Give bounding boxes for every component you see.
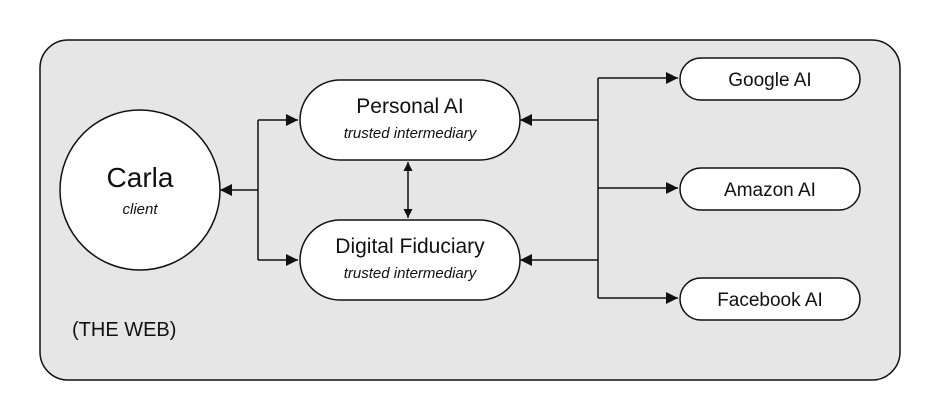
client-name: Carla [107, 162, 174, 193]
google-ai-node: Google AI [679, 57, 861, 101]
facebook-ai-name: Facebook AI [717, 290, 823, 311]
digital-fiduciary-shape [299, 219, 521, 301]
facebook-ai-shape [679, 277, 861, 321]
digital-fiduciary-name: Digital Fiduciary [335, 235, 485, 258]
client-circle [59, 109, 221, 271]
client-role: client [122, 201, 158, 218]
amazon-ai-node: Amazon AI [679, 167, 861, 211]
amazon-ai-shape [679, 167, 861, 211]
digital-fiduciary-role: trusted intermediary [344, 265, 478, 282]
personal-ai-role: trusted intermediary [344, 125, 478, 142]
digital-fiduciary-node: Digital Fiduciary trusted intermediary [299, 219, 521, 301]
personal-ai-node: Personal AI trusted intermediary [299, 79, 521, 161]
google-ai-shape [679, 57, 861, 101]
web-label: (THE WEB) [72, 319, 176, 341]
facebook-ai-node: Facebook AI [679, 277, 861, 321]
connectors [220, 72, 678, 304]
personal-ai-name: Personal AI [356, 95, 463, 118]
client-node: Carla client [59, 109, 221, 271]
personal-ai-shape [299, 79, 521, 161]
google-ai-name: Google AI [728, 70, 811, 91]
amazon-ai-name: Amazon AI [724, 180, 816, 201]
